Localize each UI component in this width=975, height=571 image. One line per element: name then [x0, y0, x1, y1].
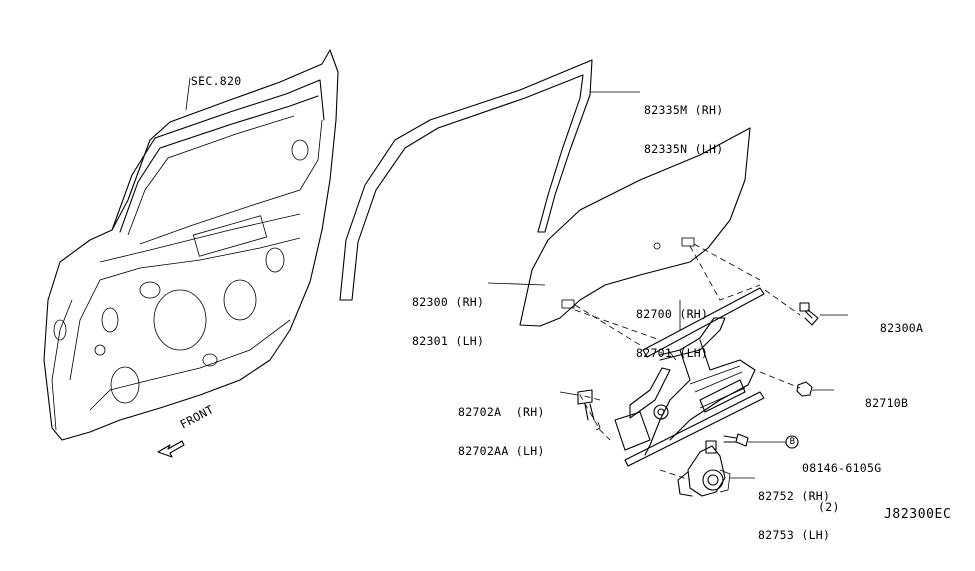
- diagram-code: J82300EC: [884, 507, 952, 522]
- label-motor: 82752 (RH) 82753 (LH): [758, 464, 830, 568]
- hardware: [577, 302, 819, 447]
- label-bolt: 82702A (RH) 82702AA (LH): [458, 380, 545, 484]
- b-marker-icon: [785, 435, 799, 449]
- b-marker-letter: B: [789, 437, 796, 447]
- sec-820-text: SEC.820: [190, 74, 242, 88]
- regulator-rh: 82700 (RH): [636, 307, 709, 321]
- bolt-lh: 82702AA (LH): [458, 444, 545, 458]
- door-shell: [43, 49, 339, 441]
- glass-rh: 82300 (RH): [412, 295, 485, 309]
- window-weatherstrip: [339, 59, 593, 301]
- door-glass: [519, 127, 751, 327]
- front-arrow-icon: [157, 440, 185, 458]
- label-weatherstrip: 82335M (RH) 82335N (LH): [644, 78, 723, 182]
- assembly-lines: [574, 243, 801, 481]
- motor-lh: 82753 (LH): [758, 528, 831, 542]
- weatherstrip-rh: 82335M (RH): [644, 103, 724, 117]
- screw-quantity: (2): [818, 500, 840, 514]
- clip-part-number: 82300A: [879, 321, 924, 335]
- label-regulator: 82700 (RH) 82701 (LH): [636, 282, 708, 386]
- label-nut: 82710B: [836, 384, 908, 423]
- screw-part-number: 08146-6105G: [802, 461, 882, 475]
- weatherstrip-lh: 82335N (LH): [644, 142, 724, 156]
- leader-lines: [185, 77, 848, 479]
- bolt-rh: 82702A (RH): [458, 405, 545, 419]
- window-regulator: [614, 287, 765, 467]
- motor-rh: 82752 (RH): [758, 489, 831, 503]
- label-screw: 08146-6105G (2): [802, 436, 881, 540]
- regulator-lh: 82701 (LH): [636, 346, 709, 360]
- nut-part-number: 82710B: [864, 396, 909, 410]
- label-clip: 82300A: [851, 309, 923, 348]
- label-sec-820: SEC.820: [162, 62, 241, 101]
- glass-lh: 82301 (LH): [412, 334, 485, 348]
- regulator-motor: [677, 440, 731, 497]
- label-door-glass: 82300 (RH) 82301 (LH): [412, 270, 484, 374]
